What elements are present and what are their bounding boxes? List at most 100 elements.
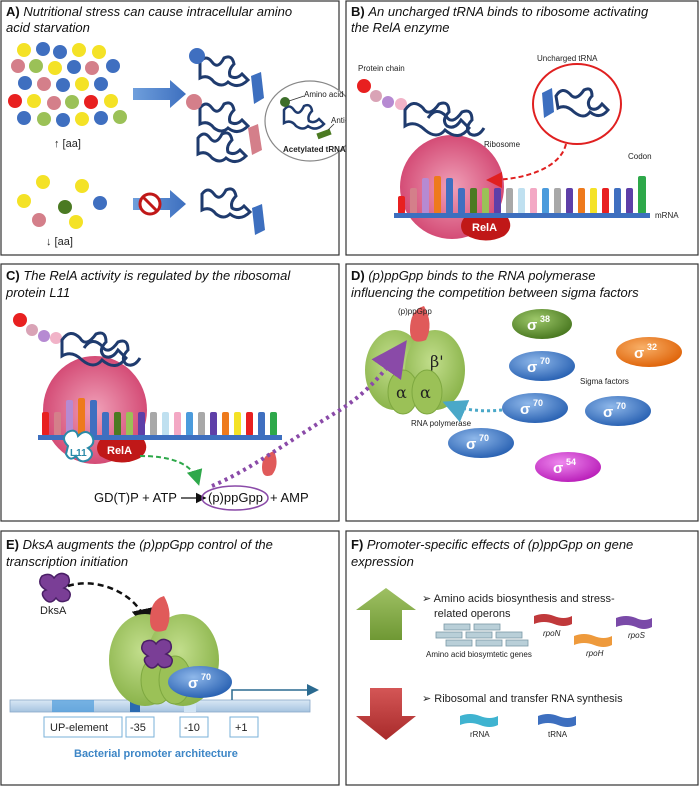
ppgpp-drop-c	[262, 451, 277, 476]
svg-text:70: 70	[479, 433, 489, 443]
svg-text:σ: σ	[553, 460, 563, 477]
codon-row-b	[398, 176, 646, 214]
svg-text:σ: σ	[634, 345, 644, 362]
charged-trna-group	[196, 55, 251, 163]
mrna-label: mRNA	[655, 211, 679, 220]
sigma-70-top: σ 70	[509, 351, 575, 381]
sigma-54: σ 54	[535, 452, 601, 482]
plus1-box	[229, 716, 259, 738]
mrna-strand	[394, 213, 650, 218]
minus10-box	[179, 716, 209, 738]
panel-c-title-l2: protein L11	[5, 285, 70, 300]
panel-a-title-l2: acid starvation	[6, 20, 90, 35]
svg-text:σ: σ	[527, 359, 537, 376]
uncharged-trna-label: Uncharged tRNA	[537, 54, 598, 63]
l11-label: L11	[70, 448, 87, 459]
uncharged-trna-a	[200, 187, 253, 219]
rna-polymerase-e	[109, 596, 232, 706]
up-element-box	[43, 716, 123, 738]
bullet-marker-1: ➢	[422, 593, 434, 605]
aa-low-label: ↓ [aa]	[46, 236, 73, 248]
up-element-label: UP-element	[50, 722, 108, 734]
codon-label: Codon	[628, 152, 652, 161]
trna-pair-b	[403, 101, 486, 137]
panel-b: B) An uncharged tRNA binds to ribosome a…	[345, 0, 699, 256]
bullet2: ➢ Ribosomal and transfer RNA synthesis	[422, 693, 623, 705]
mrna-strand-c	[38, 435, 282, 440]
sigma-factors-label: Sigma factors	[580, 377, 629, 386]
uncharged-trna-inset	[532, 63, 622, 145]
amino-acid-charged-1	[189, 48, 205, 64]
svg-text:38: 38	[540, 314, 550, 324]
minus35-label: -35	[130, 722, 146, 734]
ppgpp-label-d: (p)ppGpp	[398, 307, 432, 316]
protein-chain-label: Protein chain	[358, 64, 405, 73]
rela-label-b: RelA	[472, 222, 497, 234]
svg-text:70: 70	[616, 401, 626, 411]
trna-label: tRNA	[548, 730, 568, 739]
bullet-marker-2: ➢	[422, 693, 434, 705]
sigma-70-mid: σ 70	[502, 393, 568, 423]
beta-prime-label: β'	[430, 352, 444, 371]
bullet1-line1: ➢ Amino acids biosynthesis and stress-	[422, 593, 615, 605]
anticodon-2	[248, 124, 262, 155]
aa-genes-label: Amino acid biosymtetic genes	[426, 650, 532, 659]
panel-b-title: B) An uncharged tRNA binds to ribosome a…	[351, 4, 649, 19]
binding-arrow	[486, 143, 567, 188]
panel-d-title: D) (p)ppGpp binds to the RNA polymerase	[351, 268, 595, 283]
svg-text:54: 54	[566, 457, 576, 467]
rpoH-label: rpoH	[586, 649, 604, 658]
rpoN-label: rpoN	[543, 629, 561, 638]
ribosome-label: Ribosome	[484, 140, 521, 149]
trna-pair-c	[60, 331, 142, 367]
panel-d: D) (p)ppGpp binds to the RNA polymerase …	[211, 263, 699, 522]
rrna-gene	[460, 714, 498, 727]
upregulation-arrow-icon	[356, 588, 416, 640]
alpha-label-1: α	[396, 383, 407, 402]
panel-f-title: F) Promoter-specific effects of (p)ppGpp…	[351, 537, 633, 552]
sigma70-e: σ	[188, 675, 198, 692]
rpoH-gene	[574, 634, 612, 647]
aa-gene-stack	[435, 623, 529, 647]
rela-enzyme-c	[97, 440, 147, 463]
ppgpp-binding-arrow	[211, 340, 407, 488]
rela-label-c: RelA	[107, 445, 132, 457]
panel-e: E) DksA augments the (p)ppGpp control of…	[0, 530, 340, 786]
minus35-region	[130, 700, 140, 712]
rrna-label: rRNA	[470, 730, 490, 739]
sigma-70-right: σ 70	[585, 396, 651, 426]
dksa-label: DksA	[40, 605, 67, 617]
uncharged-trna-b	[554, 87, 611, 118]
rpoS-label: rpoS	[628, 631, 646, 640]
panel-b-title-l2: the RelA enzyme	[351, 20, 450, 35]
panel-e-title: E) DksA augments the (p)ppGpp control of…	[6, 537, 273, 552]
bullet1-line2: related operons	[434, 608, 511, 620]
anticodon-1	[251, 72, 264, 104]
rela-enzyme-b	[461, 218, 511, 241]
panel-f-title-l2: expression	[351, 554, 414, 569]
dksa-protein	[39, 572, 71, 603]
amino-acid-cluster-low	[17, 175, 107, 229]
amino-acid-charged-2	[186, 94, 202, 110]
flow-arrow-high	[133, 80, 186, 108]
minus35-box	[125, 716, 155, 738]
anticodon-3	[252, 204, 265, 235]
downregulation-arrow-icon	[356, 688, 416, 740]
rpoN-gene	[534, 614, 572, 626]
eq-right: + AMP	[270, 490, 309, 505]
trna-gene	[538, 714, 576, 727]
panel-f: F) Promoter-specific effects of (p)ppGpp…	[345, 530, 699, 786]
rnap-label: RNA polymerase	[411, 419, 472, 428]
transcription-start-arrow	[231, 684, 319, 700]
protein-chain-c	[13, 313, 62, 344]
dksa-binding-arrow	[67, 582, 154, 632]
up-element-region	[52, 700, 94, 712]
svg-text:70: 70	[540, 356, 550, 366]
inset-amino-acid-label: Amino acid	[304, 90, 344, 99]
protein-chain	[357, 79, 407, 110]
svg-text:32: 32	[647, 342, 657, 352]
rpoS-gene	[616, 616, 652, 629]
sigma70-e-sup: 70	[201, 672, 211, 682]
inset-acetylated-label: Acetylated tRNA	[283, 145, 346, 154]
